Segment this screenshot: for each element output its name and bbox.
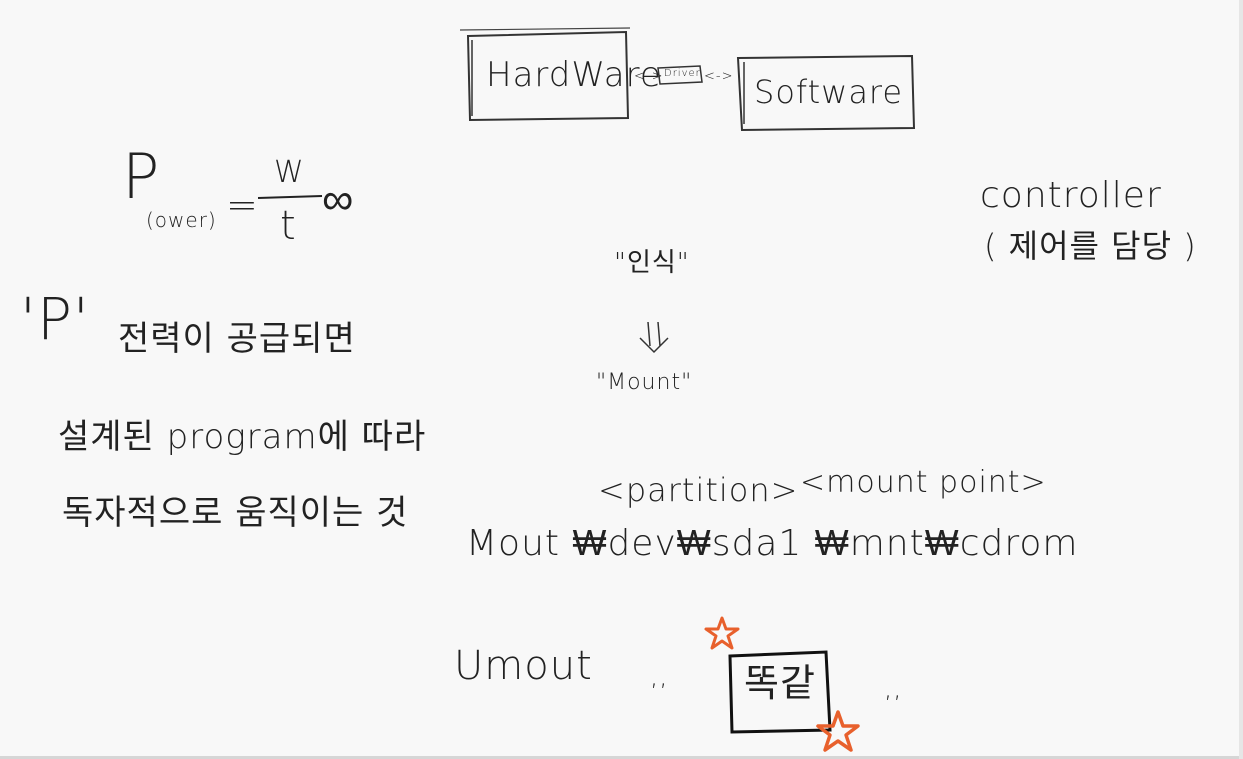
mount-command: Mout ₩dev₩sda1 ₩mnt₩cdrom bbox=[466, 523, 1079, 564]
power-p: P bbox=[122, 140, 161, 213]
left-arrow: <-> bbox=[634, 69, 664, 84]
umount-quote-close: ,, bbox=[884, 674, 903, 704]
right-arrow: <-> bbox=[704, 69, 734, 84]
mount-point-label: <mount point> bbox=[800, 465, 1047, 500]
canvas-bottom-edge bbox=[0, 756, 1243, 759]
p-quote: 'P' bbox=[20, 285, 90, 353]
star-icon bbox=[704, 616, 740, 650]
p-definition-line3: 독자적으로 움직이는 것 bbox=[62, 493, 409, 533]
recognize-label: "인식" bbox=[614, 248, 690, 278]
canvas-right-edge bbox=[1239, 0, 1243, 759]
hardware-label: HardWare bbox=[486, 55, 662, 95]
controller-label: controller bbox=[980, 175, 1162, 216]
star-icon bbox=[816, 710, 860, 752]
power-equals: = bbox=[226, 183, 259, 227]
software-label: Software bbox=[754, 73, 904, 111]
umount-word: 똑같 bbox=[744, 661, 816, 705]
power-numerator: W bbox=[274, 155, 305, 190]
partition-label: <partition> bbox=[598, 471, 799, 509]
power-infinity: ∞ bbox=[322, 174, 355, 225]
umount-command: Umout bbox=[454, 643, 593, 689]
power-subscript: (ower) bbox=[146, 208, 217, 232]
mount-quote-label: "Mount" bbox=[596, 370, 693, 395]
p-definition-line2: 설계된 program에 따라 bbox=[58, 417, 427, 457]
umount-quote-open: ,, bbox=[650, 662, 669, 692]
driver-label: Driver bbox=[664, 68, 701, 79]
p-definition-line1: 전력이 공급되면 bbox=[118, 319, 356, 359]
power-denominator: t bbox=[280, 203, 297, 249]
controller-desc: ( 제어를 담당 ) bbox=[984, 227, 1197, 265]
